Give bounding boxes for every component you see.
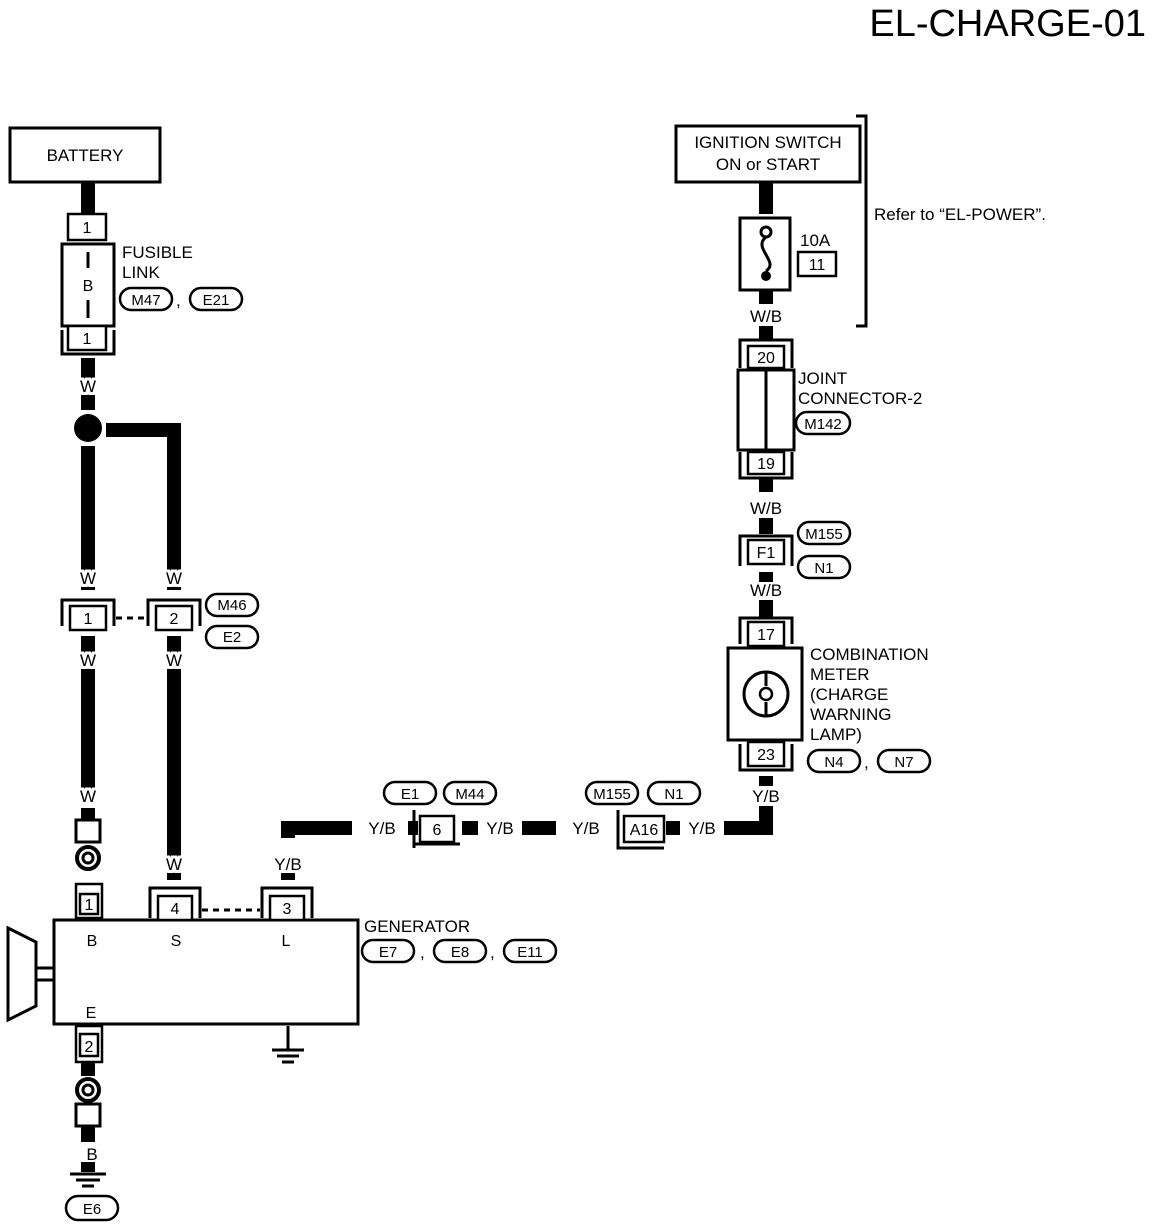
yb-run: Y/B 6 E1 M44 Y/B Y/B A16 M155 N1 Y/B xyxy=(368,780,716,850)
generator-pin-e: 2 xyxy=(85,1039,94,1056)
fuse-10a: 10A 11 xyxy=(738,216,838,292)
wire-color-right-lower: W xyxy=(166,651,182,670)
splice-point xyxy=(74,414,102,442)
wire-color-yb-3: Y/B xyxy=(572,819,599,838)
generator-terminal-l: L xyxy=(282,933,291,950)
meter-connector-2: N7 xyxy=(894,754,913,771)
m46-connector-2: E2 xyxy=(223,629,241,646)
e1-connector-2: M44 xyxy=(455,786,484,803)
a16-connector-1: M155 xyxy=(593,786,631,803)
joint-label-2: CONNECTOR-2 xyxy=(798,389,922,408)
wire-color-gen-s: W xyxy=(166,855,182,874)
generator-separator-2: , xyxy=(490,943,495,962)
m46-pin-left: 1 xyxy=(84,611,93,628)
ignition-switch: IGNITION SWITCH ON or START xyxy=(674,124,862,184)
f1-connector: F1 M155 N1 xyxy=(738,520,852,580)
fuse-rating: 10A xyxy=(800,231,831,250)
wire-color-gen-l: Y/B xyxy=(274,855,301,874)
generator-separator-1: , xyxy=(420,943,425,962)
fusible-link-separator: , xyxy=(176,291,181,310)
meter-separator: , xyxy=(864,753,869,772)
wire-color-ign-out: W/B xyxy=(750,307,782,326)
joint-connector-2: 20 19 JOINT CONNECTOR-2 M142 xyxy=(736,338,922,480)
fuse-number: 11 xyxy=(809,257,826,274)
meter-pin-top: 17 xyxy=(757,627,775,644)
joint-pin-top: 20 xyxy=(757,350,775,367)
f1-connector-1: M155 xyxy=(805,526,843,543)
ground-connector: E6 xyxy=(83,1201,101,1218)
fusible-link-connector-1: M47 xyxy=(131,292,160,309)
generator: 1 4 3 B S L E 2 GENERATOR E7 , E8 , E11 xyxy=(6,882,558,1064)
generator-terminal-b: B xyxy=(87,933,98,950)
wire-color-left-bottom: W xyxy=(80,787,96,806)
m46-connector: W W 1 2 M46 E2 W W xyxy=(60,566,260,673)
wires xyxy=(81,182,773,1172)
generator-pin-l: 3 xyxy=(283,901,292,918)
generator-pin-s: 4 xyxy=(171,901,180,918)
generator-terminal-e: E xyxy=(86,1005,97,1022)
generator-terminal-s: S xyxy=(171,933,182,950)
battery-label: BATTERY xyxy=(47,146,124,165)
fusible-link-label-1: FUSIBLE xyxy=(122,243,193,262)
fusible-link-label-2: LINK xyxy=(122,263,160,282)
wire-color-yb-2: Y/B xyxy=(486,819,513,838)
a16-pin: A16 xyxy=(630,822,659,839)
ground-e6: B E6 xyxy=(64,1077,120,1222)
wire-color-meter-out: Y/B xyxy=(752,787,779,806)
joint-label-1: JOINT xyxy=(798,369,847,388)
meter-connector-1: N4 xyxy=(824,754,843,771)
generator-connector-1: E7 xyxy=(379,944,397,961)
m46-pin-right: 2 xyxy=(170,611,179,628)
fusible-link: 1 B 1 FUSIBLE LINK M47 , E21 xyxy=(60,212,244,356)
generator-connector-3: E11 xyxy=(517,944,543,961)
wire-color-left-lower: W xyxy=(80,651,96,670)
battery: BATTERY xyxy=(8,126,162,184)
m46-connector-1: M46 xyxy=(217,597,246,614)
meter-label-4: WARNING xyxy=(810,705,892,724)
a16-connector-2: N1 xyxy=(664,786,683,803)
fusible-link-body-letter: B xyxy=(83,278,94,295)
e1-connector-1: E1 xyxy=(401,786,419,803)
wire-color-yb-4: Y/B xyxy=(688,819,715,838)
meter-label-5: LAMP) xyxy=(810,725,862,744)
wire-color-right-upper: W xyxy=(166,569,182,588)
ignition-switch-line2: ON or START xyxy=(716,155,820,174)
wire-color-joint-out: W/B xyxy=(750,499,782,518)
generator-connector-2: E8 xyxy=(451,944,469,961)
ring-terminal-upper xyxy=(74,818,102,871)
meter-pin-bottom: 23 xyxy=(757,747,775,764)
fusible-link-pin-top: 1 xyxy=(83,220,92,237)
generator-label: GENERATOR xyxy=(364,917,470,936)
wire-color-battery-out: W xyxy=(80,377,96,396)
wire-color-f1-out: W/B xyxy=(750,581,782,600)
refer-note: Refer to “EL-POWER”. xyxy=(874,205,1046,224)
wire-color-yb-1: Y/B xyxy=(368,819,395,838)
meter-label-3: (CHARGE xyxy=(810,685,888,704)
meter-label-2: METER xyxy=(810,665,870,684)
joint-connector-code: M142 xyxy=(804,416,842,433)
wire-color-ground: B xyxy=(86,1145,97,1164)
fusible-link-pin-bottom: 1 xyxy=(83,331,92,348)
f1-connector-2: N1 xyxy=(814,560,833,577)
joint-pin-bottom: 19 xyxy=(757,456,775,473)
fusible-link-connector-2: E21 xyxy=(203,292,230,309)
e1-pin: 6 xyxy=(433,822,442,839)
meter-label-1: COMBINATION xyxy=(810,645,929,664)
generator-pin-b: 1 xyxy=(85,897,94,914)
wire-color-left-upper: W xyxy=(80,569,96,588)
power-bracket xyxy=(856,114,868,328)
page-title: EL-CHARGE-01 xyxy=(869,3,1146,45)
f1-pin: F1 xyxy=(757,545,776,562)
combination-meter: 17 23 COMBINATION METER (CHARGE WARNING … xyxy=(726,616,932,774)
ignition-switch-line1: IGNITION SWITCH xyxy=(694,133,841,152)
